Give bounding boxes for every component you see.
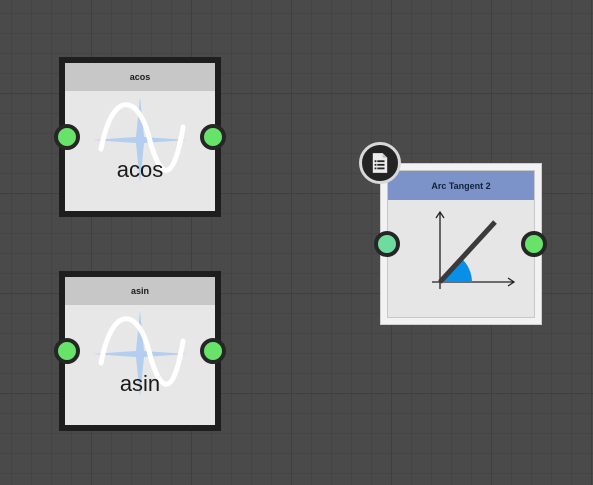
node-header: acos	[65, 63, 215, 91]
node-header: asin	[65, 277, 215, 305]
node-body: acos acos	[65, 63, 215, 211]
node-caption: asin	[119, 371, 161, 396]
node-header: Arc Tangent 2	[388, 171, 534, 200]
sine-wave-star-icon	[93, 97, 187, 183]
atan2-input-port[interactable]	[374, 231, 400, 257]
node-caption: acos	[116, 157, 164, 182]
angle-plot-icon	[432, 210, 516, 289]
node-acos[interactable]: acos acos	[59, 57, 221, 217]
acos-output-port[interactable]	[200, 124, 226, 150]
node-body: Arc Tangent 2	[387, 170, 535, 318]
document-list-icon[interactable]	[359, 142, 401, 184]
document-glyph	[372, 153, 388, 173]
sine-wave-star-icon	[93, 311, 187, 397]
node-body: asin asin	[65, 277, 215, 425]
atan2-output-port[interactable]	[521, 231, 547, 257]
node-arc-tangent-2[interactable]: Arc Tangent 2	[380, 163, 542, 325]
asin-output-port[interactable]	[200, 338, 226, 364]
node-asin[interactable]: asin asin	[59, 271, 221, 431]
asin-input-port[interactable]	[54, 338, 80, 364]
acos-input-port[interactable]	[54, 124, 80, 150]
